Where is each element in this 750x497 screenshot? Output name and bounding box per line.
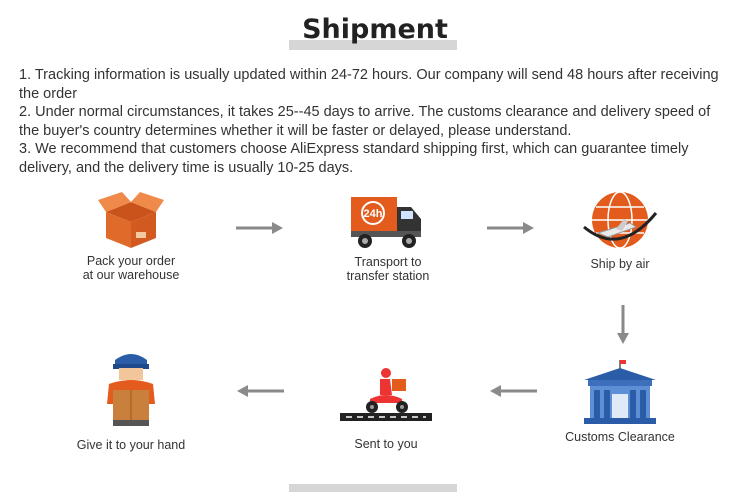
note-3: 3. We recommend that customers choose Al…: [19, 141, 689, 176]
note-2: 2. Under normal circumstances, it takes …: [19, 104, 711, 139]
arrow-right-icon: [236, 222, 283, 234]
box-icon: [98, 192, 164, 248]
step-sent-label: Sent to you: [354, 437, 418, 451]
title-section: Shipment: [0, 14, 750, 54]
title-underline: [289, 40, 457, 50]
truck-icon: 24h: [351, 197, 421, 248]
globe-plane-icon: [583, 191, 658, 249]
scooter-courier-icon: [340, 368, 432, 421]
step-sent: Sent to you: [311, 365, 461, 451]
step-customs: Customs Clearance: [545, 358, 695, 444]
step-transport: 24h Transport to transfer station: [313, 191, 463, 283]
page-title: Shipment: [302, 14, 448, 45]
step-pack-label: Pack your order at our warehouse: [82, 254, 180, 282]
arrow-left-icon: [237, 385, 284, 397]
bottom-divider: [289, 484, 457, 492]
step-air-label: Ship by air: [590, 257, 650, 271]
svg-text:24h: 24h: [364, 208, 383, 220]
step-air: Ship by air: [545, 187, 695, 271]
step-pack: Pack your order at our warehouse: [56, 188, 206, 282]
arrow-down-icon: [617, 305, 629, 344]
delivery-man-icon: [107, 354, 155, 426]
shipping-notes: 1. Tracking information is usually updat…: [19, 66, 734, 177]
arrow-right-icon: [487, 222, 534, 234]
step-customs-label: Customs Clearance: [565, 430, 675, 444]
customs-building-icon: [584, 360, 656, 424]
arrow-left-icon: [490, 385, 537, 397]
note-1: 1. Tracking information is usually updat…: [19, 67, 719, 102]
step-hand-label: Give it to your hand: [76, 438, 186, 452]
step-hand: Give it to your hand: [56, 350, 206, 452]
step-transport-label: Transport to transfer station: [346, 255, 430, 283]
